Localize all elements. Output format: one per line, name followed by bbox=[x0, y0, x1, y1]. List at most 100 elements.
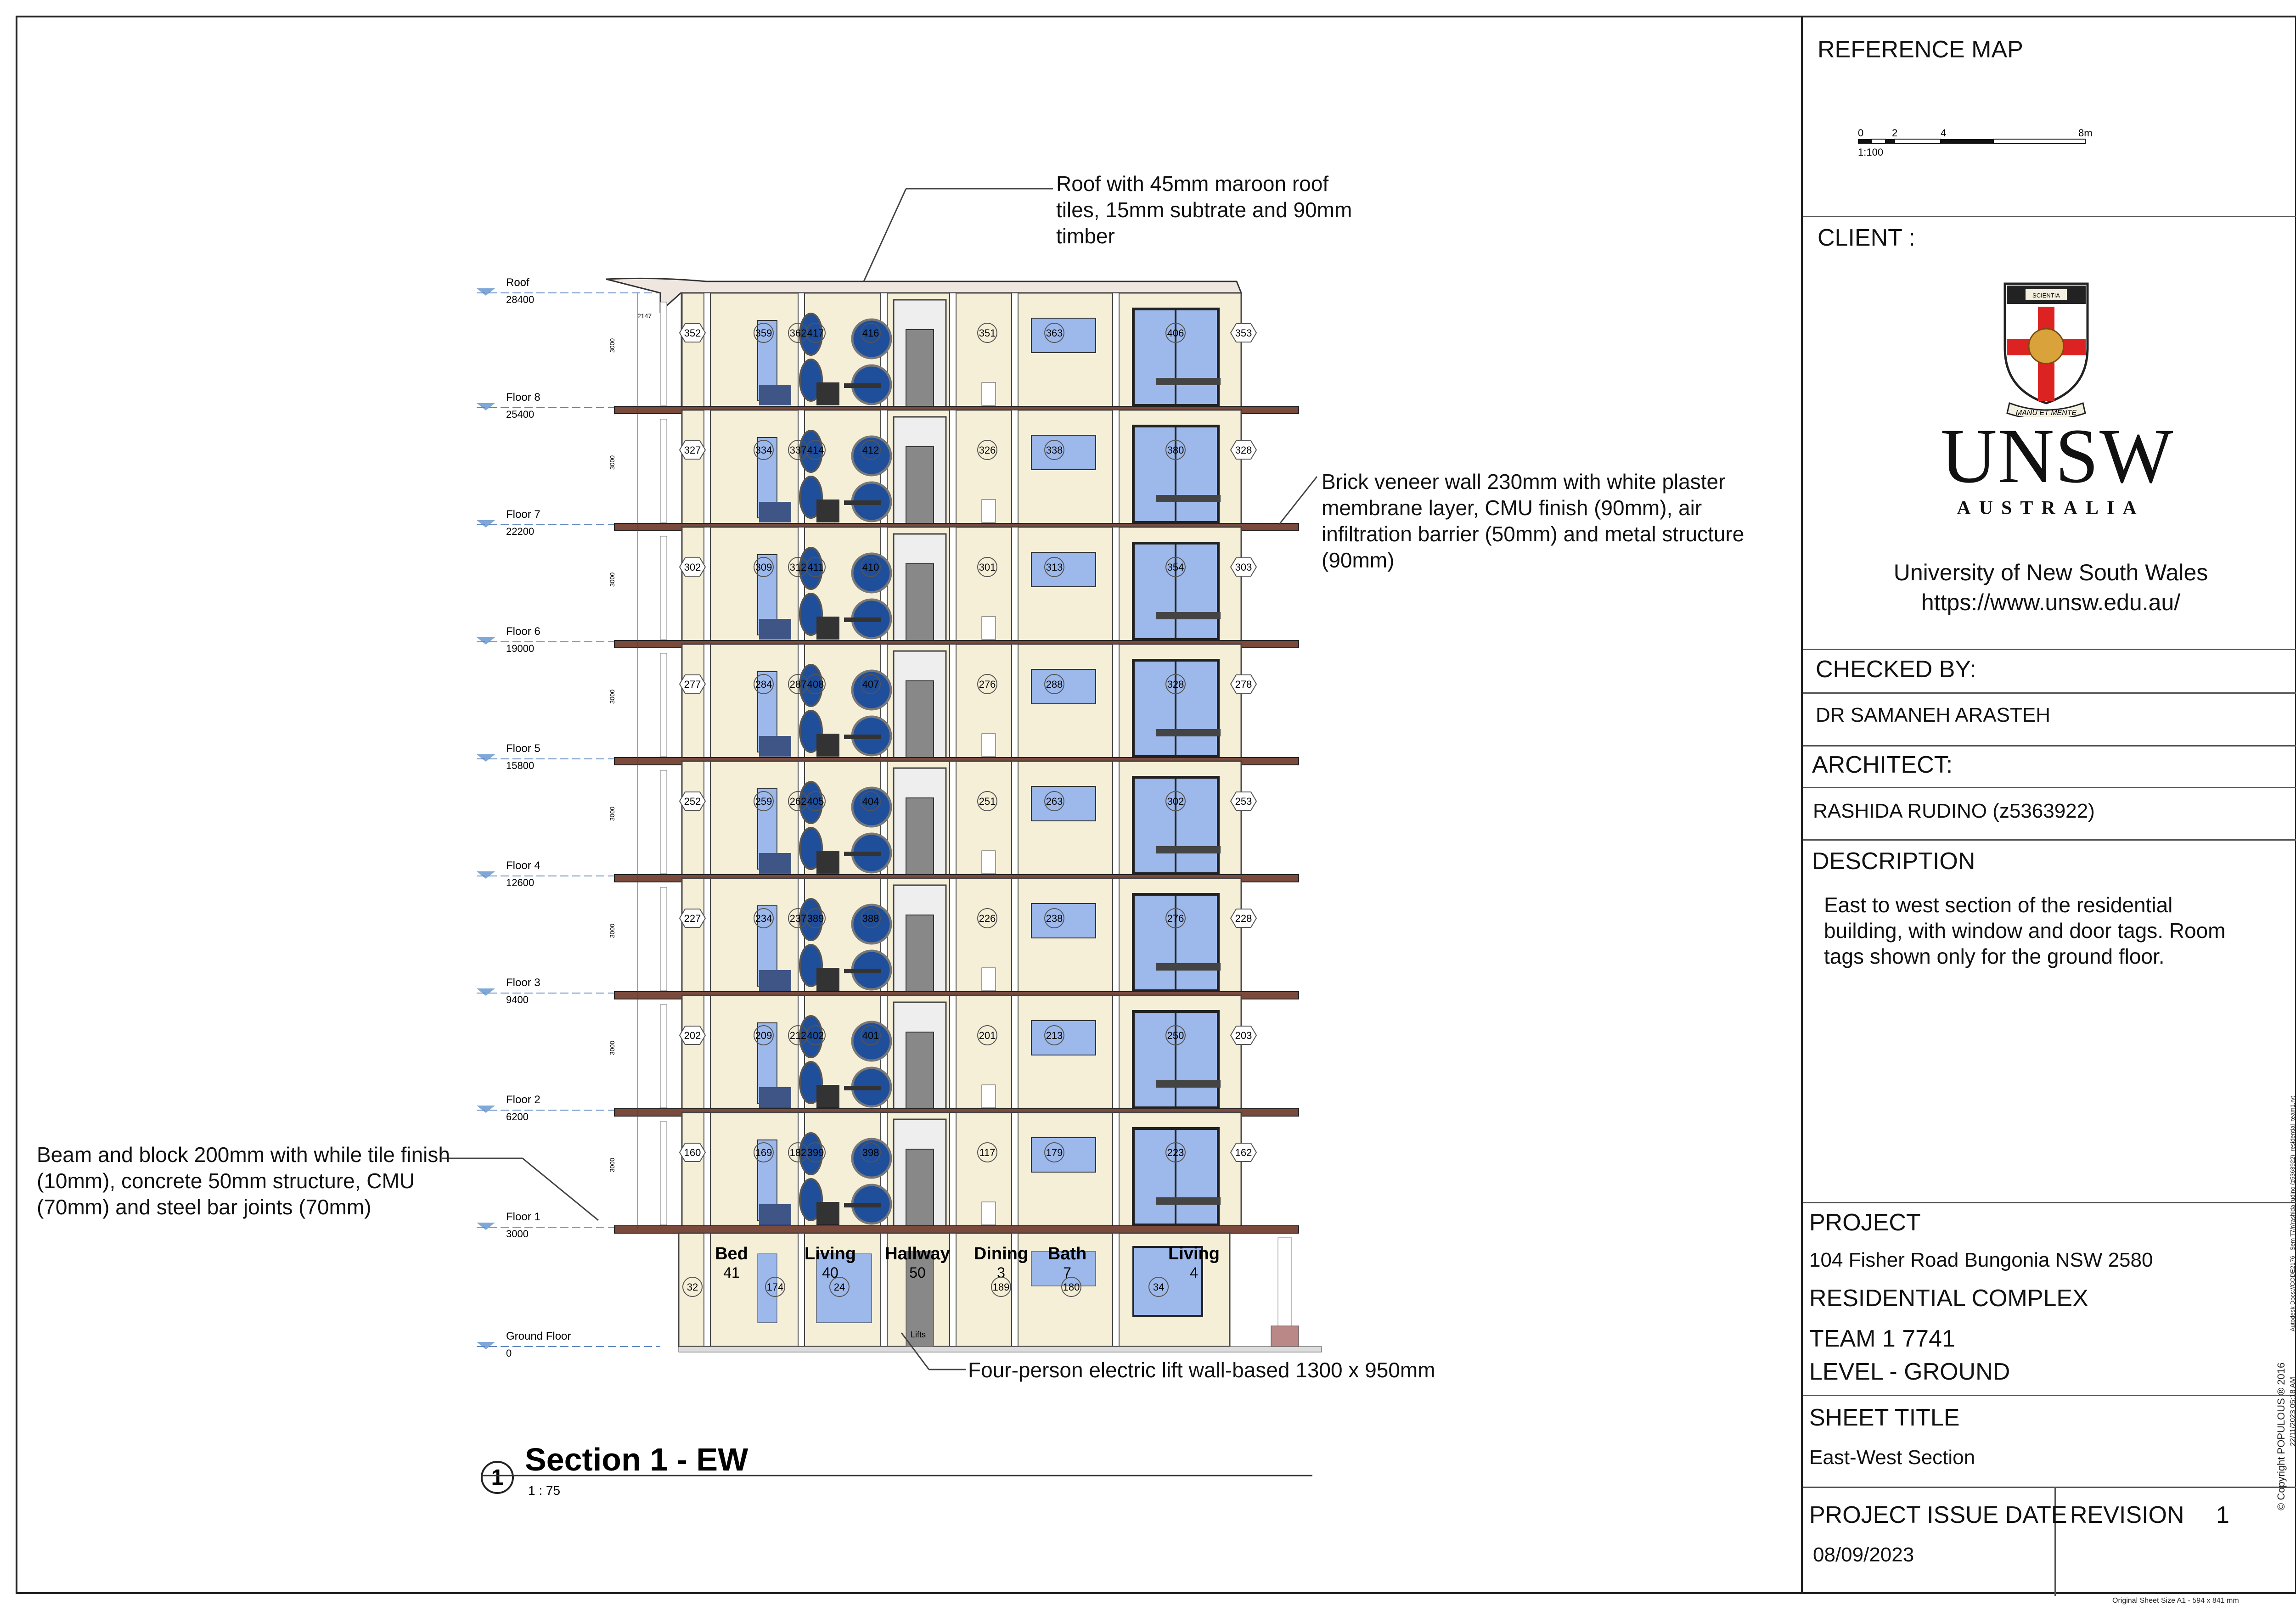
window-tag-shape-7-1 bbox=[754, 1142, 774, 1162]
door-tag-shape-7-0 bbox=[679, 1143, 706, 1162]
table-4 bbox=[844, 852, 881, 856]
window-tag-shape-0-7 bbox=[1165, 323, 1186, 343]
window-tag-shape-3-7 bbox=[1165, 674, 1186, 694]
interior-wall-4-5 bbox=[1112, 761, 1120, 879]
tag-2-0: 302 bbox=[684, 561, 701, 573]
tag-0-1: 359 bbox=[755, 327, 772, 339]
tag-2-5: 301 bbox=[979, 561, 996, 573]
window-tag-shape-2-2 bbox=[788, 557, 808, 577]
tag-2-7: 354 bbox=[1167, 561, 1184, 573]
tag-0-3: 417 bbox=[807, 327, 824, 339]
interior-wall-0-0 bbox=[703, 292, 711, 410]
reference-map-label: REFERENCE MAP bbox=[1818, 36, 2023, 63]
ground-tag-0: 32 bbox=[687, 1281, 698, 1293]
tag-1-2: 337 bbox=[790, 444, 807, 456]
window-tag-shape-4-1 bbox=[754, 791, 774, 811]
view-scale: 1 : 75 bbox=[528, 1483, 560, 1498]
window-tag-shape-5-7 bbox=[1165, 908, 1186, 928]
project-level: LEVEL - GROUND bbox=[1809, 1358, 2010, 1385]
interior-wall-5-3 bbox=[949, 878, 957, 996]
interior-wall-5-0 bbox=[703, 878, 711, 996]
tag-6-5: 201 bbox=[979, 1030, 996, 1041]
window-tag-shape-4-6 bbox=[1044, 791, 1064, 811]
wall-note: Brick veneer wall 230mm with white plast… bbox=[1322, 470, 1745, 572]
tag-3-2: 287 bbox=[790, 679, 807, 690]
window-tag-shape-6-3 bbox=[805, 1025, 826, 1045]
level-marker-2 bbox=[477, 520, 495, 528]
window-tag-shape-7-5 bbox=[977, 1142, 997, 1162]
tag-2-2: 312 bbox=[790, 561, 807, 573]
level-name-3: Floor 6 bbox=[506, 625, 540, 638]
architect-label: ARCHITECT: bbox=[1812, 752, 1953, 778]
tag-3-5: 276 bbox=[979, 679, 996, 690]
window-tag-shape-3-4 bbox=[861, 674, 881, 694]
window-tag-shape-5-5 bbox=[977, 908, 997, 928]
tag-1-5: 326 bbox=[979, 444, 996, 456]
interior-wall-7-0 bbox=[703, 1112, 711, 1230]
tag-4-5: 251 bbox=[979, 796, 996, 807]
window-tag-shape-6-6 bbox=[1044, 1025, 1064, 1045]
porthole-c-1 bbox=[851, 435, 892, 477]
level-marker-9 bbox=[477, 1342, 495, 1349]
door-tag-shape-5-8 bbox=[1230, 909, 1257, 928]
project-name: RESIDENTIAL COMPLEX bbox=[1809, 1285, 2088, 1312]
level-marker-1 bbox=[477, 403, 495, 410]
tag-4-6: 263 bbox=[1046, 796, 1063, 807]
beam-note: Beam and block 200mm with while tile fin… bbox=[37, 1143, 450, 1219]
interior-wall-0-3 bbox=[949, 292, 957, 410]
tag-5-7: 276 bbox=[1167, 913, 1184, 924]
chair-4 bbox=[816, 851, 839, 874]
sofa-5 bbox=[1156, 963, 1221, 971]
window-tag-shape-4-3 bbox=[805, 791, 826, 811]
armchair-4 bbox=[759, 853, 791, 874]
tag-4-8: 253 bbox=[1235, 796, 1252, 807]
tag-4-0: 252 bbox=[684, 796, 701, 807]
copyright-text: © Copyright POPULOUS ® 2016 bbox=[2275, 1362, 2287, 1510]
window-tag-shape-5-2 bbox=[788, 908, 808, 928]
interior-wall-2-5 bbox=[1112, 527, 1120, 645]
storey-dim-7: 3000 bbox=[608, 1158, 616, 1172]
interior-wall-4-4 bbox=[1011, 761, 1019, 879]
scale-tick-0: 0 bbox=[1858, 127, 1863, 139]
tag-5-3: 389 bbox=[807, 913, 824, 924]
level-name-7: Floor 2 bbox=[506, 1094, 540, 1106]
ground-tag-2: 24 bbox=[834, 1281, 845, 1293]
door-tag-shape-6-8 bbox=[1230, 1026, 1257, 1045]
tag-6-8: 203 bbox=[1235, 1030, 1252, 1041]
storey-dim-1: 3000 bbox=[608, 455, 616, 470]
tag-2-8: 303 bbox=[1235, 561, 1252, 573]
porthole-c-4 bbox=[851, 786, 892, 828]
level-elevation-7: 6200 bbox=[506, 1111, 529, 1123]
interior-wall-3-4 bbox=[1011, 644, 1019, 762]
ground-living-window bbox=[1132, 1246, 1203, 1317]
door-tag-shape-1-0 bbox=[679, 440, 706, 460]
window-tag-shape-1-2 bbox=[788, 440, 808, 460]
table-2 bbox=[844, 617, 881, 622]
window-tag-shape-3-1 bbox=[754, 674, 774, 694]
client-url[interactable]: https://www.unsw.edu.au/ bbox=[1921, 589, 2181, 615]
chair-2 bbox=[816, 617, 839, 640]
lift-door-3 bbox=[906, 680, 934, 762]
ground-tag-4: 180 bbox=[1063, 1281, 1080, 1293]
tag-6-2: 212 bbox=[790, 1030, 807, 1041]
chair-6 bbox=[816, 1085, 839, 1108]
project-address: 104 Fisher Road Bungonia NSW 2580 bbox=[1809, 1249, 2153, 1271]
level-elevation-4: 15800 bbox=[506, 760, 534, 771]
tag-2-6: 313 bbox=[1046, 561, 1063, 573]
window-tag-shape-5-6 bbox=[1044, 908, 1064, 928]
window-tag-shape-0-4 bbox=[861, 323, 881, 343]
tag-3-7: 328 bbox=[1167, 679, 1184, 690]
door-tag-shape-6-0 bbox=[679, 1026, 706, 1045]
window-tag-shape-6-2 bbox=[788, 1025, 808, 1045]
room-name-5: Living bbox=[1168, 1244, 1220, 1263]
room-name-4: Bath bbox=[1048, 1244, 1086, 1263]
scale-tick-4: 4 bbox=[1941, 127, 1946, 139]
window-tag-shape-0-5 bbox=[977, 323, 997, 343]
tag-1-6: 338 bbox=[1046, 444, 1063, 456]
window-tag-shape-6-1 bbox=[754, 1025, 774, 1045]
door-tag-shape-2-8 bbox=[1230, 557, 1257, 577]
tag-5-2: 237 bbox=[790, 913, 807, 924]
svg-text:✦: ✦ bbox=[2066, 369, 2077, 383]
window-tag-shape-4-7 bbox=[1165, 791, 1186, 811]
